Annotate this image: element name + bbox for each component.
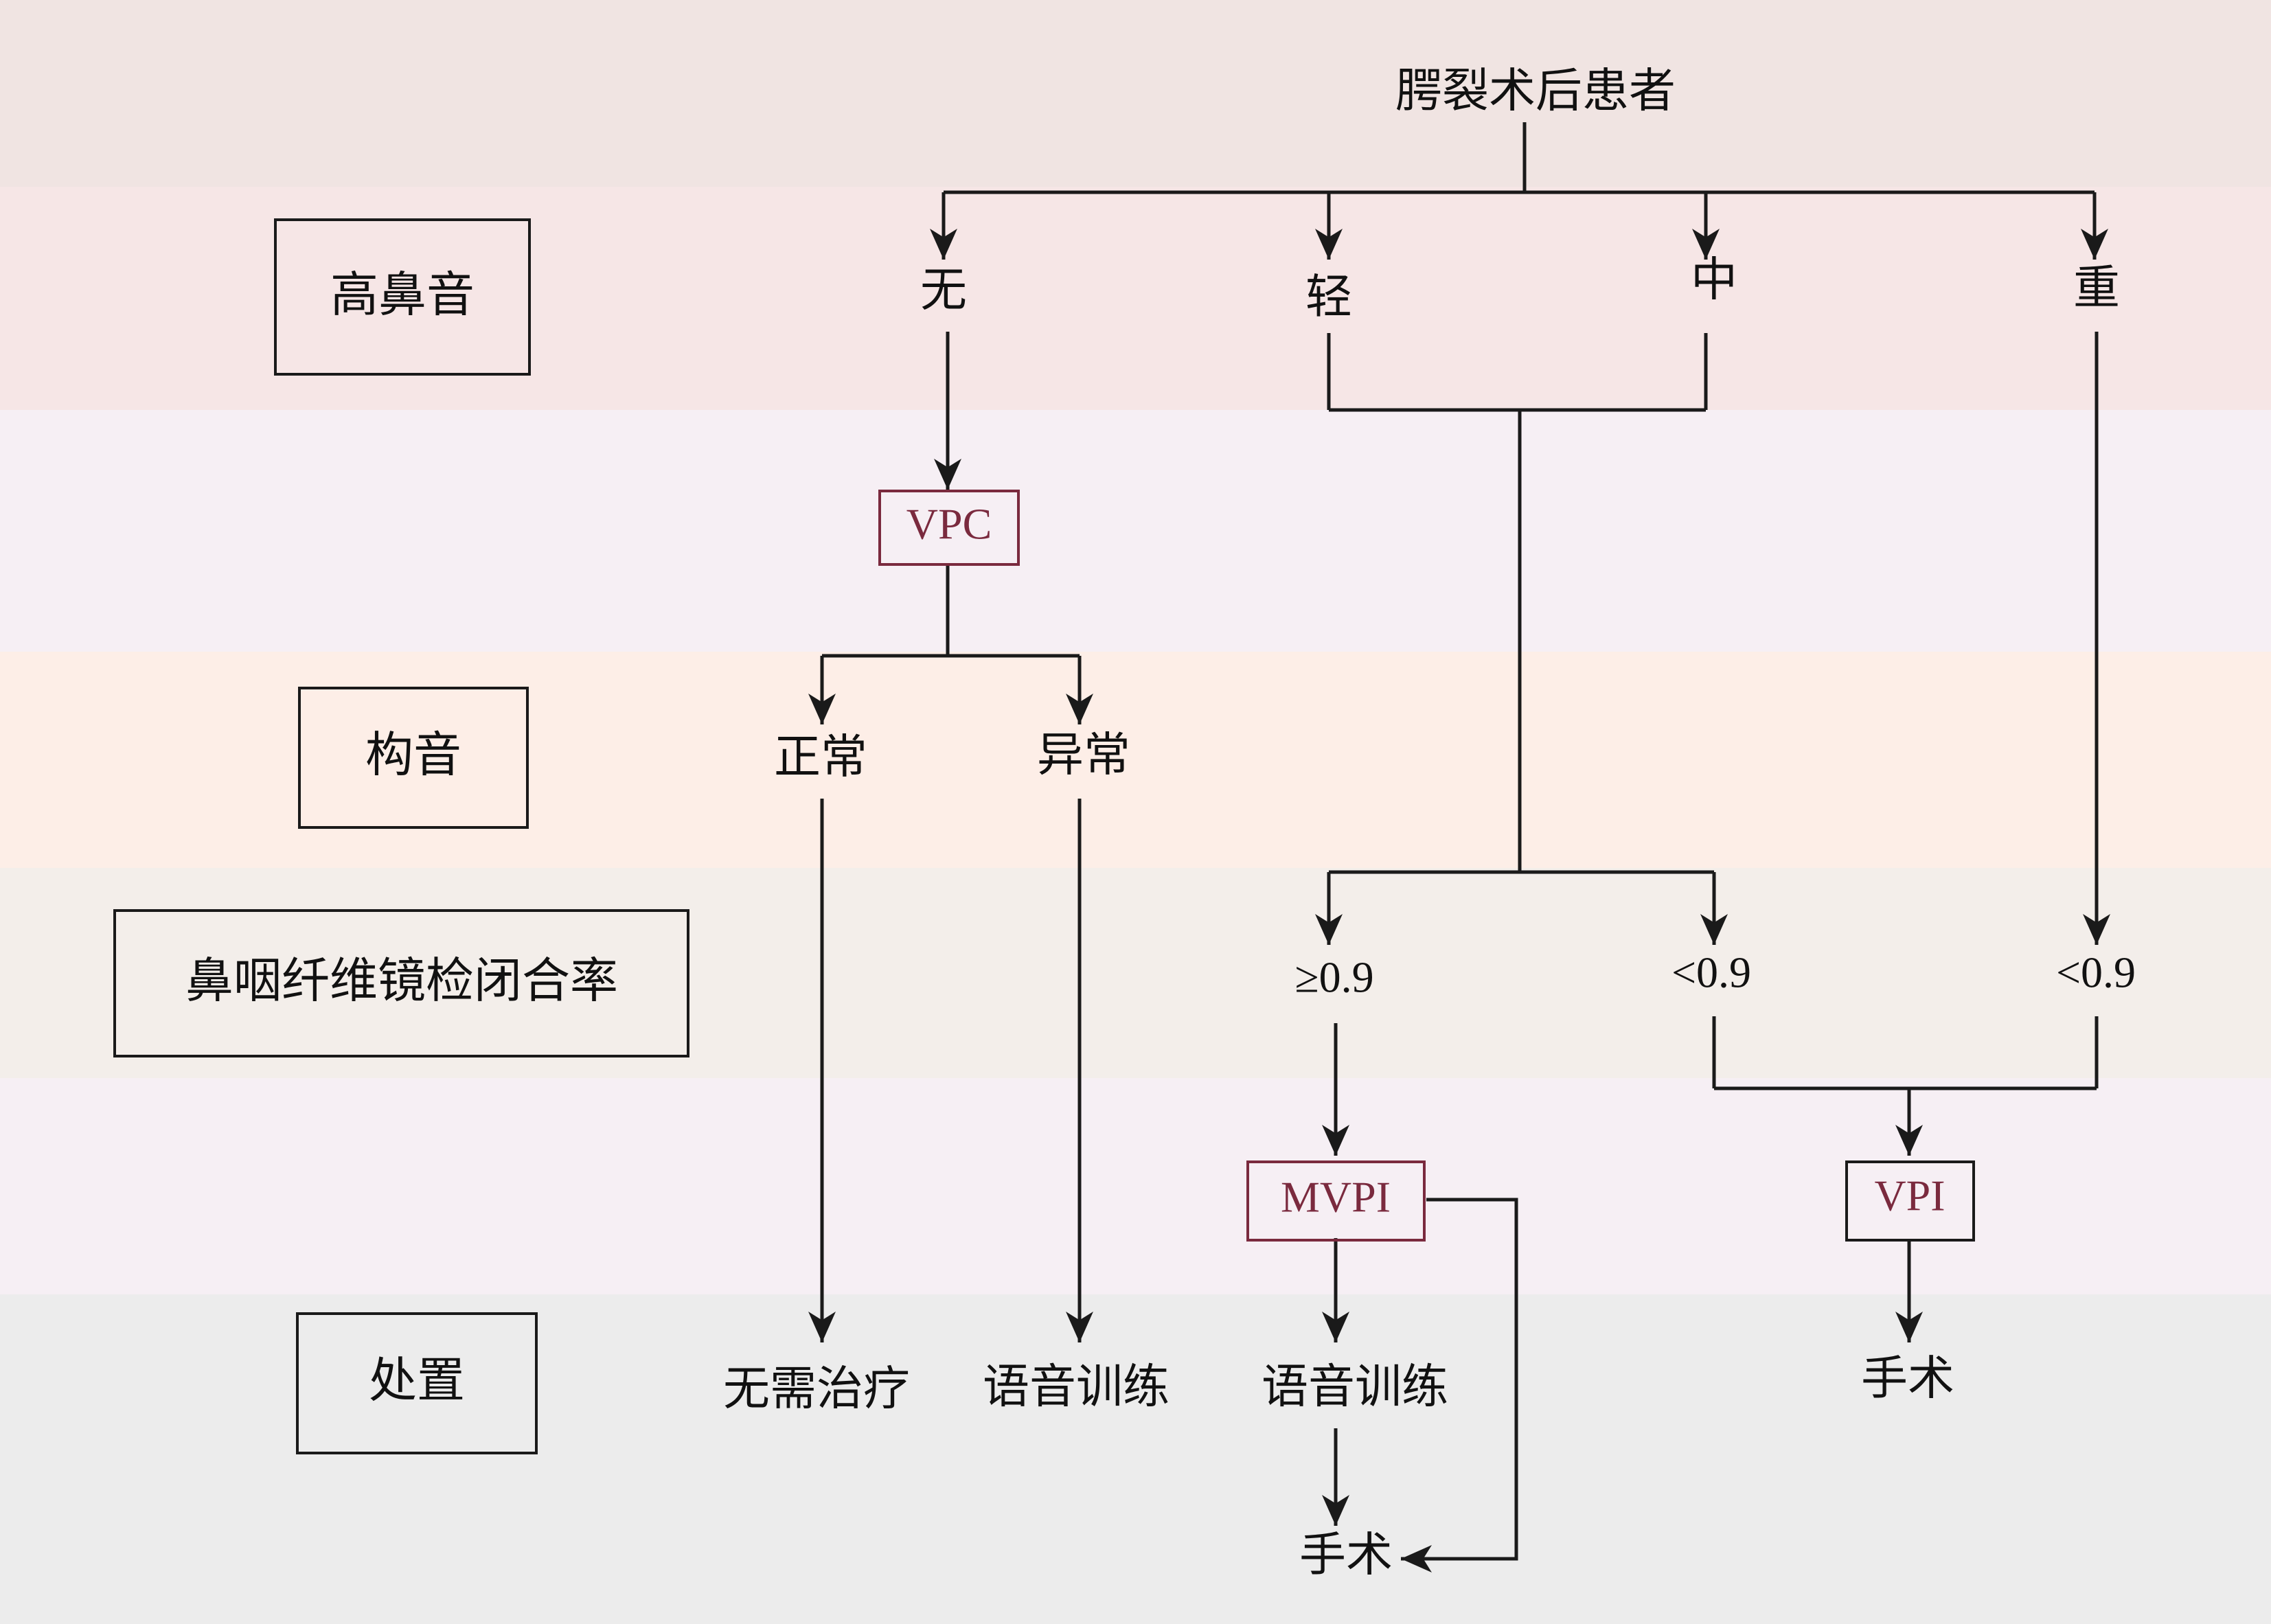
category-label-treatment: 处置 [369,1352,465,1408]
band-header [0,0,2271,187]
treatment-speech-training-label-2: 语音训练 [1262,1360,1448,1415]
nasality-levels: 无 轻 中 重 [920,253,2120,325]
nasality-moderate-label: 中 [1691,253,1737,308]
treatment-speech-training-label-1: 语音训练 [983,1360,1169,1415]
category-box-nasality [274,218,531,376]
treatment-no-treatment-label: 无需治疗 [723,1362,910,1417]
articulation-outcomes: 正常 异常 [774,729,1130,785]
edge-mvpi-direct-to-surgery [1401,1198,1518,1572]
nasality-none-label: 无 [920,264,967,318]
category-label-nasality: 高鼻音 [330,266,475,323]
mvpi-label: MVPI [1281,1173,1391,1222]
category-label-articulation: 构音 [365,727,461,783]
band-gap-upper [0,410,2271,652]
category-box-treatment [296,1312,538,1454]
vpc-label: VPC [906,500,992,549]
category-box-closure-rate [113,909,689,1057]
band-gap-lower [0,1078,2271,1294]
root-node-label: 腭裂术后患者 [1395,65,1676,119]
connector-lines [808,122,2110,1572]
vpi-label: VPI [1874,1171,1945,1220]
band-nasality [0,187,2271,410]
category-column: 高鼻音 构音 鼻咽纤维镜检闭合率 处置 [113,218,689,1454]
band-closure-rate [0,868,2271,1078]
closure-lt-mid-label: <0.9 [1671,948,1751,997]
vpc-node: VPC [878,490,1020,566]
category-label-closure-rate: 鼻咽纤维镜检闭合率 [185,952,618,1009]
category-box-articulation [298,687,529,829]
treatment-outcomes: 无需治疗 语音训练 语音训练 手术 手术 [723,1352,1954,1583]
closure-lt-right-label: <0.9 [2056,948,2136,997]
nasality-severe-label: 重 [2073,262,2120,316]
vpi-node: VPI [1845,1160,1975,1242]
closure-ge-label: ≥0.9 [1294,953,1373,1002]
closure-values: ≥0.9 <0.9 <0.9 [1294,948,2136,1002]
mvpi-box [1246,1160,1426,1242]
vpi-box [1845,1160,1975,1242]
treatment-surgery-mvpi-label: 手术 [1299,1529,1393,1583]
nasality-mild-label: 轻 [1305,271,1352,325]
band-articulation [0,652,2271,868]
mvpi-node: MVPI [1246,1160,1426,1242]
articulation-abnormal-label: 异常 [1037,729,1130,783]
treatment-surgery-vpi-label: 手术 [1861,1352,1954,1406]
band-treatment [0,1294,2271,1624]
articulation-normal-label: 正常 [774,731,867,785]
vpc-box [878,490,1020,566]
